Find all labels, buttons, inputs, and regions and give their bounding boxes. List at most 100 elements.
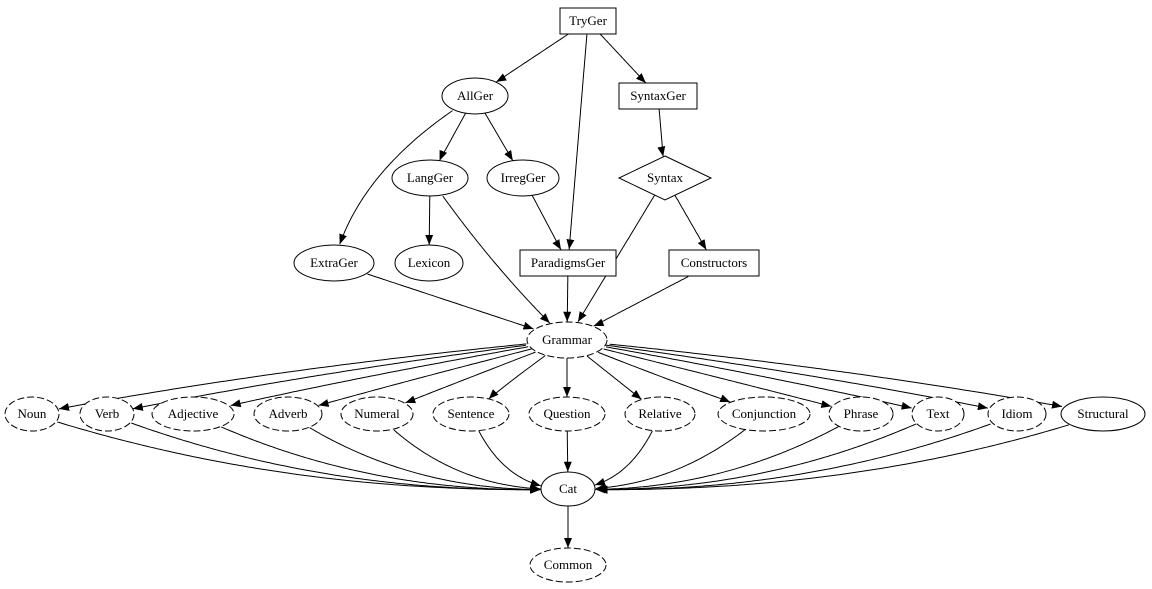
node-Lexicon: Lexicon (394, 244, 464, 282)
node-label-Grammar: Grammar (542, 332, 592, 347)
node-shape-Sentence (432, 396, 510, 432)
node-label-Phrase: Phrase (844, 406, 879, 421)
node-label-Syntax: Syntax (647, 170, 684, 185)
node-TryGer: TryGer (559, 7, 617, 35)
edge-Conjunction-Cat (595, 429, 746, 492)
edge-TryGer-SyntaxGer (599, 33, 647, 84)
edge-Syntax-Constructors (674, 195, 707, 250)
edge-Grammar-Adverb (318, 348, 532, 407)
node-label-TryGer: TryGer (569, 13, 607, 28)
node-label-Cat: Cat (559, 481, 577, 496)
node-shape-IrregGer (486, 159, 560, 197)
node-label-Adjective: Adjective (168, 406, 219, 421)
node-label-Question: Question (544, 406, 591, 421)
node-Question: Question (528, 396, 606, 432)
node-shape-Relative (624, 396, 696, 432)
edge-Numeral-Cat (393, 429, 541, 493)
node-label-AllGer: AllGer (457, 88, 494, 103)
edge-Structural-Cat (596, 424, 1069, 494)
node-shape-Phrase (828, 396, 894, 432)
node-label-Constructors: Constructors (681, 255, 747, 270)
node-label-Text: Text (927, 406, 950, 421)
node-shape-Verb (79, 396, 135, 432)
node-Grammar: Grammar (526, 321, 608, 359)
node-label-Relative: Relative (638, 406, 682, 421)
node-label-Idiom: Idiom (1001, 406, 1032, 421)
node-label-IrregGer: IrregGer (501, 170, 546, 185)
node-label-Noun: Noun (18, 406, 47, 421)
node-Verb: Verb (79, 396, 135, 432)
edge-Verb-Cat (131, 422, 541, 494)
edge-Grammar-Noun (58, 343, 527, 411)
node-shape-Idiom (987, 396, 1047, 432)
edge-Relative-Cat (594, 430, 653, 486)
node-shape-Numeral (340, 396, 414, 432)
node-shape-Syntax (617, 155, 713, 201)
edge-Text-Cat (597, 423, 917, 494)
node-shape-Conjunction (717, 396, 811, 432)
node-label-Structural: Structural (1077, 406, 1129, 421)
edge-ParadigmsGer-Grammar (563, 276, 572, 322)
edge-ExtraGer-Grammar (367, 273, 534, 330)
node-shape-Cat (540, 471, 596, 507)
edge-Grammar-Conjunction (598, 351, 731, 403)
edge-Sentence-Cat (478, 430, 541, 487)
node-Numeral: Numeral (340, 396, 414, 432)
node-SyntaxGer: SyntaxGer (618, 82, 698, 110)
node-label-Conjunction: Conjunction (732, 406, 797, 421)
edge-Constructors-Grammar (593, 276, 689, 327)
node-shape-SyntaxGer (618, 82, 698, 110)
node-shape-Constructors (668, 249, 760, 277)
node-Syntax: Syntax (617, 155, 713, 201)
node-Structural: Structural (1060, 396, 1146, 432)
node-shape-Common (529, 547, 607, 583)
node-label-Common: Common (544, 557, 593, 572)
node-Cat: Cat (540, 471, 596, 507)
edge-Grammar-Sentence (488, 355, 546, 400)
node-label-Lexicon: Lexicon (408, 255, 451, 270)
node-AllGer: AllGer (441, 77, 509, 115)
node-shape-Adverb (253, 396, 323, 432)
node-shape-Lexicon (394, 244, 464, 282)
node-label-Adverb: Adverb (269, 406, 308, 421)
node-shape-Grammar (526, 321, 608, 359)
node-shape-ParadigmsGer (519, 249, 617, 277)
node-label-Verb: Verb (95, 406, 120, 421)
edge-Grammar-Phrase (603, 348, 832, 409)
edge-Adverb-Cat (309, 427, 541, 494)
edge-LangGer-Lexicon (425, 196, 434, 245)
edge-SyntaxGer-Syntax (657, 109, 666, 157)
node-ParadigmsGer: ParadigmsGer (519, 249, 617, 277)
node-label-Sentence: Sentence (448, 406, 495, 421)
edge-Adjective-Cat (221, 426, 541, 494)
node-Text: Text (911, 396, 965, 432)
node-shape-Structural (1060, 396, 1146, 432)
node-Relative: Relative (624, 396, 696, 432)
node-Idiom: Idiom (987, 396, 1047, 432)
edge-Grammar-Numeral (405, 351, 536, 404)
node-label-ExtraGer: ExtraGer (310, 255, 358, 270)
edge-Grammar-Structural (609, 343, 1063, 409)
edge-Phrase-Cat (595, 426, 839, 494)
edge-AllGer-ExtraGer (339, 110, 453, 245)
node-label-ParadigmsGer: ParadigmsGer (531, 255, 606, 270)
node-shape-Text (911, 396, 965, 432)
node-shape-ExtraGer (293, 244, 375, 282)
node-IrregGer: IrregGer (486, 159, 560, 197)
node-LangGer: LangGer (391, 159, 469, 197)
node-ExtraGer: ExtraGer (293, 244, 375, 282)
node-shape-Question (528, 396, 606, 432)
node-shape-LangGer (391, 159, 469, 197)
node-shape-Adjective (151, 396, 235, 432)
edge-TryGer-ParadigmsGer (566, 34, 588, 250)
edge-IrregGer-ParadigmsGer (531, 195, 562, 250)
node-Constructors: Constructors (668, 249, 760, 277)
edge-LangGer-Grammar (442, 195, 551, 324)
edge-Question-Cat (563, 431, 572, 472)
edge-TryGer-AllGer (495, 33, 569, 83)
node-label-SyntaxGer: SyntaxGer (630, 88, 686, 103)
node-label-Numeral: Numeral (354, 406, 400, 421)
node-Noun: Noun (4, 396, 60, 432)
node-shape-Noun (4, 396, 60, 432)
